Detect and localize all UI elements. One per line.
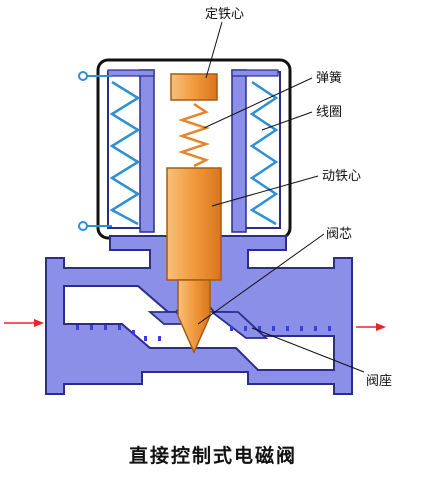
outlet-arrow [356,323,386,331]
coil-left [107,69,155,233]
spring [178,102,210,168]
label-moving-core: 动铁心 [322,169,361,184]
valve-seat [209,311,269,339]
moving-core [166,167,222,281]
coil-terminal-top [78,71,112,81]
label-spring: 弹簧 [316,70,342,86]
valve-core [177,279,211,354]
label-coil: 线圈 [316,105,342,120]
flow-dots [76,325,331,341]
diagram-caption: 直接控制式电磁阀 [129,444,297,467]
label-fixed-core: 定铁心 [205,7,244,22]
label-valve-seat: 阀座 [366,374,392,389]
coil-terminal-bottom [78,221,112,231]
fixed-core [170,73,218,101]
inlet-arrow [4,319,44,327]
label-valve-core: 阀芯 [326,227,352,242]
leader-lines [197,21,365,373]
